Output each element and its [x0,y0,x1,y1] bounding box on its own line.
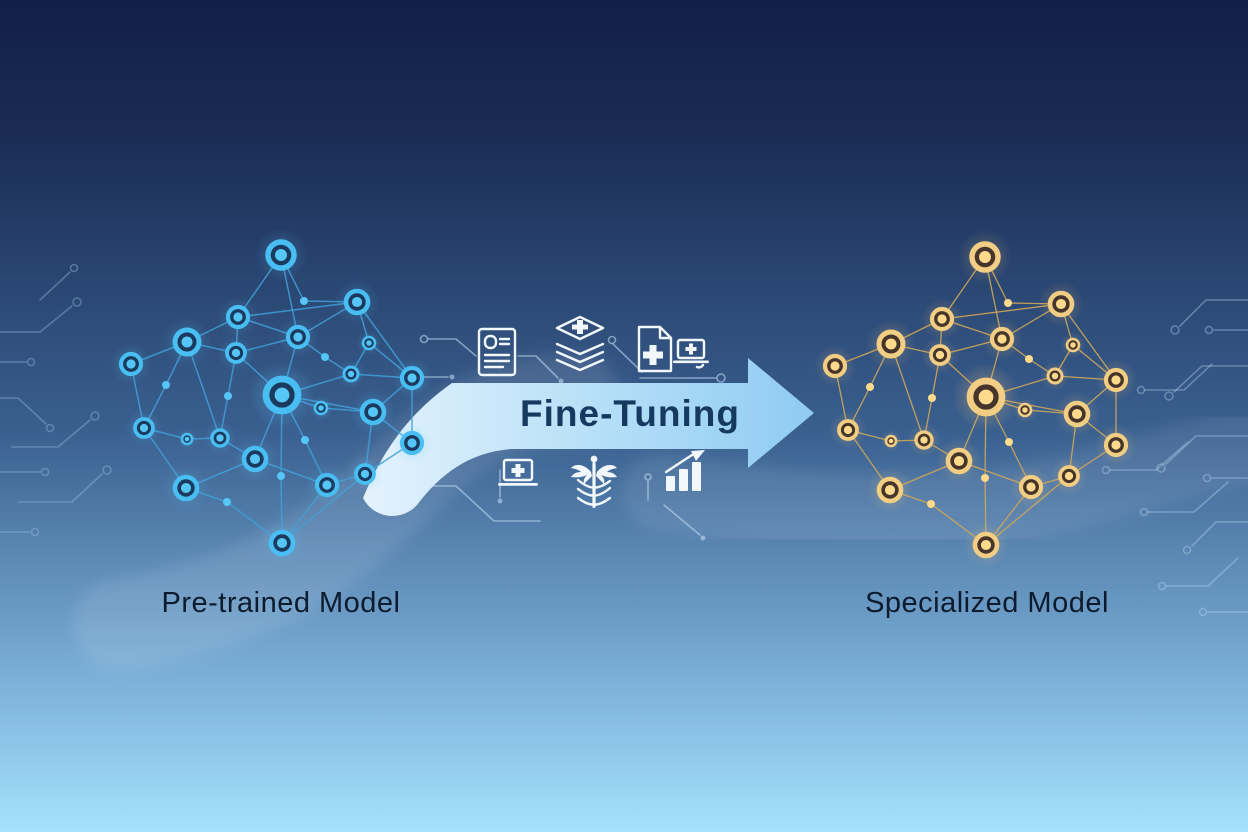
circuit-traces-right [1101,299,1248,617]
telehealth-laptop-icon-top [673,338,709,369]
network-node [181,336,193,348]
network-node [1071,408,1083,420]
network-node [139,423,149,433]
network-node [293,332,303,342]
medical-record-icon [477,327,517,377]
network-node [249,453,261,465]
network-node [275,249,287,261]
network-node [830,361,840,371]
network-node [126,359,136,369]
network-node [1022,407,1028,413]
network-node [843,425,853,435]
network-node [180,482,192,494]
circuit-traces-middle [407,334,726,541]
network-node [322,480,332,490]
network-node [351,296,363,308]
fine-tuning-arrow [363,358,814,517]
network-node [223,498,231,506]
network-node [935,350,945,360]
circuit-traces-left [0,263,112,537]
network-node [1026,482,1036,492]
network-node [318,405,324,411]
network-node [1064,471,1074,481]
network-node [216,434,224,442]
network-node [347,370,355,378]
network-node [366,340,372,346]
network-node [274,387,290,403]
network-node [920,436,928,444]
pretrained-network [110,227,433,567]
network-node [277,472,285,480]
network-node [407,373,417,383]
specialized-network [814,229,1137,569]
network-node [1051,372,1059,380]
network-node [301,436,309,444]
network-node [1111,375,1121,385]
fine-tuning-label: Fine-Tuning [520,393,740,434]
network-node [162,381,170,389]
growth-chart-icon [664,450,705,491]
network-node [367,406,379,418]
network-node [231,348,241,358]
network-node [1055,298,1067,310]
network-node [953,455,965,467]
network-node [407,438,417,448]
network-node [184,436,190,442]
network-node [884,484,896,496]
network-node [276,537,288,549]
network-node [1070,342,1076,348]
network-node [1111,440,1121,450]
network-node [997,334,1007,344]
network-node [979,251,991,263]
network-node [300,297,308,305]
network-node [321,353,329,361]
network-node [233,312,243,322]
network-node [885,338,897,350]
network-node [928,394,936,402]
medical-file-icon [637,325,673,373]
caduceus-icon [571,455,617,508]
network-node [1005,438,1013,446]
medical-data-stack-icon [555,315,605,372]
network-node [981,474,989,482]
network-node [866,383,874,391]
network-node [888,438,894,444]
network-node [224,392,232,400]
network-node [980,539,992,551]
specialized-label: Specialized Model [865,587,1109,619]
network-node [360,469,370,479]
network-node [1025,355,1033,363]
telehealth-laptop-icon-bottom [498,458,538,486]
pretrained-label: Pre-trained Model [162,587,401,619]
network-node [927,500,935,508]
network-node [1004,299,1012,307]
network-node [978,389,994,405]
network-node [937,314,947,324]
